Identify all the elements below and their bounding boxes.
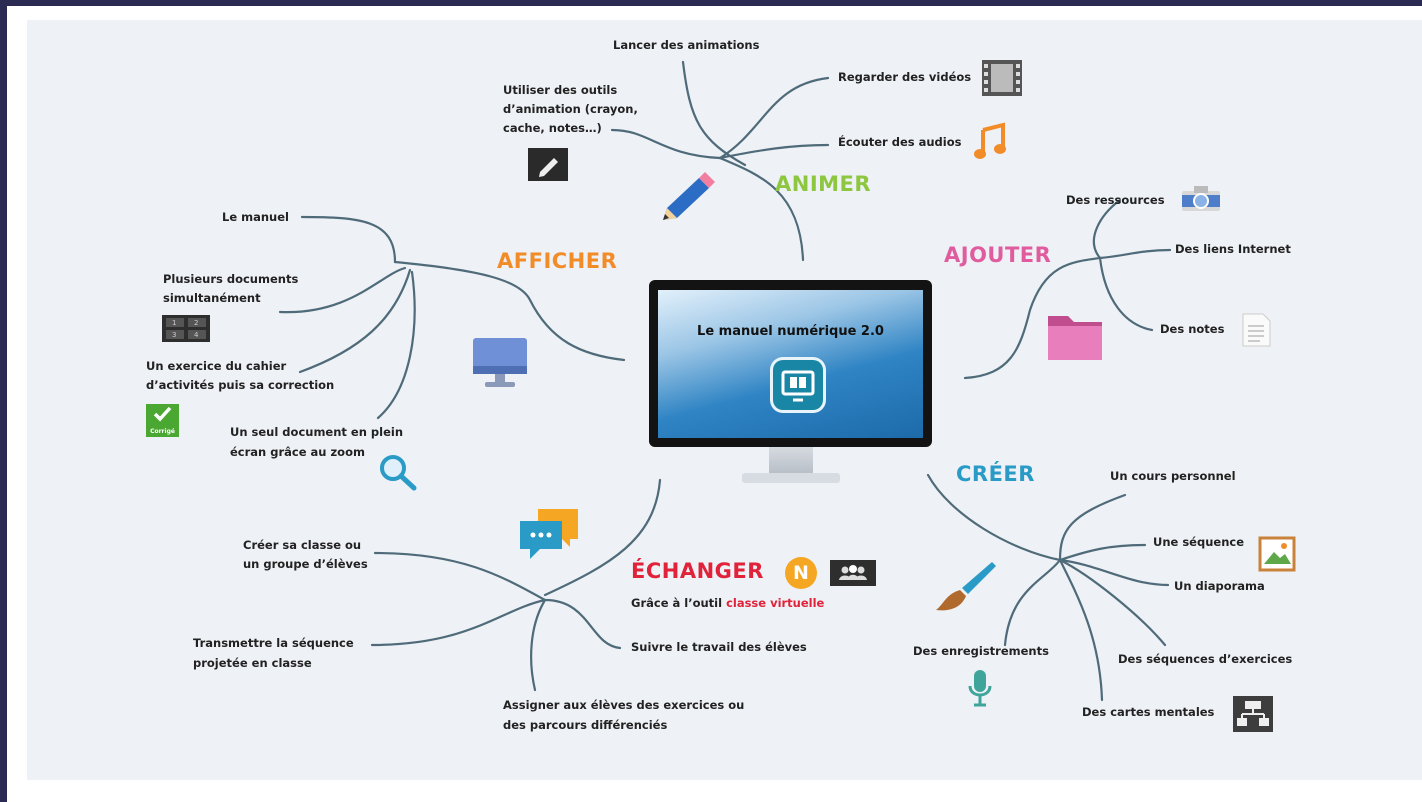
- link-creer-cartes: [1058, 558, 1104, 702]
- label-seul-1: Un seul document en plein: [230, 425, 404, 439]
- grid-label-4: 4: [194, 331, 199, 339]
- label-exercice-1: Un exercice du cahier: [146, 359, 287, 373]
- link-afficher-seul: [376, 270, 416, 420]
- link-creer-sequence: [1058, 543, 1147, 562]
- label-des-ressources: Des ressources: [1066, 193, 1165, 207]
- grid-icon: 1 2 3 4: [162, 315, 210, 346]
- frame-border-top: [0, 0, 1422, 6]
- label-des-enregistrements: Des enregistrements: [913, 644, 1049, 658]
- link-animer-audios: [718, 143, 830, 160]
- grid-label-1: 1: [172, 319, 176, 327]
- monitor-book-icon: [773, 360, 823, 410]
- image-icon: [1258, 536, 1296, 576]
- link-creer-enregistrements: [1003, 558, 1062, 647]
- category-afficher: AFFICHER: [497, 249, 618, 273]
- category-animer: ANIMER: [775, 172, 872, 196]
- label-outils-3: cache, notes…): [503, 121, 602, 135]
- label-plusieurs-2: simultanément: [163, 291, 261, 305]
- check-icon: Corrigé: [146, 404, 179, 437]
- link-afficher-manuel: [300, 215, 397, 264]
- link-echanger-assigner: [530, 598, 547, 692]
- film-icon: [982, 60, 1022, 100]
- label-ecouter-audios: Écouter des audios: [838, 135, 962, 149]
- label-seul-2: écran grâce au zoom: [230, 445, 365, 459]
- category-echanger: ÉCHANGER: [631, 559, 764, 583]
- microphone-icon: [964, 668, 996, 712]
- link-ajouter-notes: [1098, 256, 1154, 332]
- label-assigner-2: des parcours différenciés: [503, 718, 668, 732]
- label-cartes-mentales: Des cartes mentales: [1082, 705, 1215, 719]
- music-note-icon: [973, 122, 1007, 164]
- link-echanger-classe: [373, 551, 547, 602]
- label-des-notes: Des notes: [1160, 322, 1225, 336]
- monitor-neck: [769, 447, 813, 474]
- label-le-manuel: Le manuel: [222, 210, 289, 224]
- n-badge-icon: N: [785, 557, 817, 589]
- document-icon: [1240, 312, 1272, 352]
- pen-square-icon: [528, 148, 568, 185]
- monitor-foot: [742, 473, 840, 483]
- monitor-icon: [471, 336, 529, 394]
- grid-label-2: 2: [194, 319, 198, 327]
- link-ajouter-trunk: [963, 256, 1102, 380]
- link-afficher-trunk: [393, 260, 626, 362]
- echanger-subtitle-prefix: Grâce à l’outil: [631, 596, 723, 610]
- link-afficher-exercice: [298, 268, 412, 374]
- category-creer: CRÉER: [956, 462, 1035, 486]
- label-une-sequence: Une séquence: [1153, 535, 1244, 549]
- link-echanger-transmettre: [370, 598, 547, 647]
- label-transmettre-1: Transmettre la séquence: [193, 636, 354, 650]
- category-ajouter: AJOUTER: [944, 243, 1052, 267]
- group-icon: [830, 560, 876, 590]
- label-cours-personnel: Un cours personnel: [1110, 469, 1236, 483]
- corrige-badge: Corrigé: [150, 428, 175, 435]
- magnifier-icon: [378, 453, 418, 495]
- center-monitor: Le manuel numérique 2.0: [649, 280, 932, 447]
- frame-border-left: [0, 0, 7, 802]
- paintbrush-icon: [932, 558, 998, 620]
- link-animer-videos: [718, 76, 830, 160]
- link-creer-cours: [1058, 493, 1127, 562]
- label-un-diaporama: Un diaporama: [1174, 579, 1265, 593]
- label-regarder-videos: Regarder des vidéos: [838, 70, 972, 84]
- label-transmettre-2: projetée en classe: [193, 656, 312, 670]
- link-echanger-trunk: [543, 478, 662, 597]
- echanger-subtitle: Grâce à l’outil classe virtuelle: [631, 596, 824, 610]
- link-animer-outils: [610, 128, 722, 160]
- echanger-subtitle-highlight: classe virtuelle: [726, 596, 825, 610]
- label-lancer-animations: Lancer des animations: [613, 38, 760, 52]
- pencil-icon: [655, 170, 717, 232]
- center-title: Le manuel numérique 2.0: [697, 324, 884, 339]
- grid-label-3: 3: [172, 331, 176, 339]
- label-assigner-1: Assigner aux élèves des exercices ou: [503, 698, 745, 712]
- folder-icon: [1046, 308, 1104, 366]
- label-outils-1: Utiliser des outils: [503, 83, 618, 97]
- link-animer-lancer: [681, 60, 747, 167]
- label-outils-2: d’animation (crayon,: [503, 102, 638, 116]
- camera-icon: [1181, 184, 1221, 216]
- link-creer-diaporama: [1058, 558, 1170, 587]
- label-classe-1: Créer sa classe ou: [243, 538, 362, 552]
- label-plusieurs-1: Plusieurs documents: [163, 272, 299, 286]
- label-exercice-2: d’activités puis sa correction: [146, 378, 335, 392]
- link-animer-trunk: [718, 156, 805, 262]
- link-echanger-suivre: [543, 598, 622, 650]
- label-sequences-exercices: Des séquences d’exercices: [1118, 652, 1293, 666]
- label-des-liens-internet: Des liens Internet: [1175, 242, 1291, 256]
- link-ajouter-liens: [1098, 248, 1172, 260]
- link-ajouter-ressources: [1092, 198, 1122, 260]
- link-afficher-plusieurs: [278, 266, 407, 314]
- chat-bubbles-icon: [518, 505, 582, 565]
- link-creer-trunk: [926, 473, 1062, 562]
- label-suivre-travail: Suivre le travail des élèves: [631, 640, 807, 654]
- monitor-screen: Le manuel numérique 2.0: [658, 290, 923, 438]
- label-classe-2: un groupe d’élèves: [243, 557, 368, 571]
- mindmap-icon: [1233, 696, 1273, 736]
- link-creer-exercices: [1058, 558, 1167, 647]
